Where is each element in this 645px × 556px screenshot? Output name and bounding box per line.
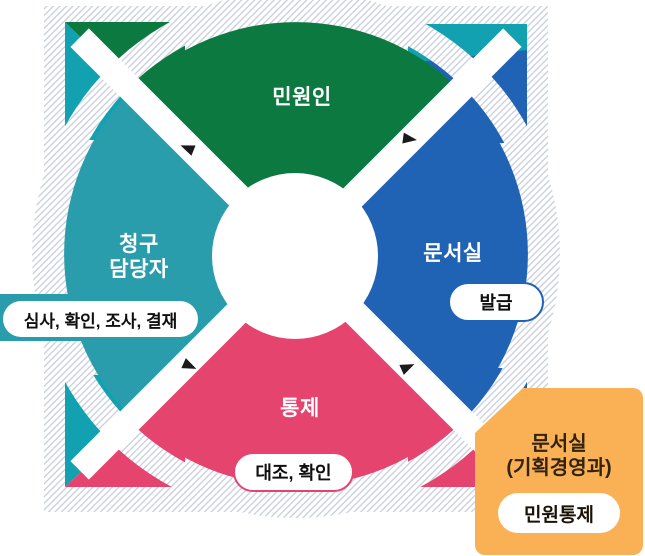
quadrant-label-left-line1: 청구 — [119, 233, 159, 256]
callout-title-line1: 문서실 — [531, 433, 587, 455]
quadrant-label-bottom: 통제 — [280, 397, 320, 420]
center-circle — [212, 173, 378, 339]
callout-document-room: 문서실 (기획경영과) 민원통제 — [475, 388, 643, 555]
flow-arrow-top-left-icon — [180, 145, 196, 156]
badge-issuance: 발급 — [448, 282, 544, 322]
quadrant-label-right: 문서실 — [423, 242, 483, 265]
flow-arrow-top-right-icon — [402, 132, 417, 144]
quadrant-label-top: 민원인 — [272, 86, 332, 109]
flow-arrow-bottom-right-icon — [399, 364, 415, 375]
quadrant-label-left: 청구 담당자 — [74, 232, 204, 282]
badge-complaint-control: 민원통제 — [498, 493, 620, 533]
callout-title: 문서실 (기획경영과) — [475, 432, 643, 480]
quadrant-sector-right — [296, 90, 528, 418]
badge-review-confirm-investigate-approve: 심사, 확인, 조사, 결재 — [3, 301, 198, 337]
badge-collate-confirm: 대조, 확인 — [233, 452, 354, 492]
quadrant-sector-bottom — [132, 254, 460, 486]
flow-arrow-bottom-left-icon — [181, 358, 197, 369]
quadrant-sector-top — [132, 22, 460, 254]
quadrant-label-left-line2: 담당자 — [109, 258, 169, 281]
callout-title-line2: (기획경영과) — [506, 457, 612, 479]
